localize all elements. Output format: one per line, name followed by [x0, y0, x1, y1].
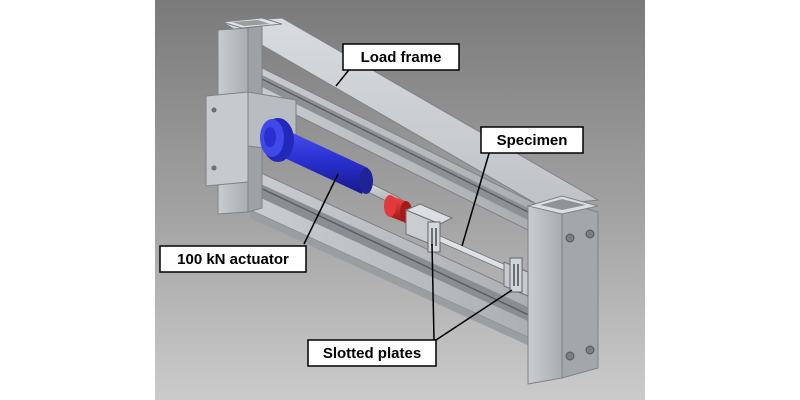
slotted-plate-right — [509, 257, 523, 293]
bolt-icon — [565, 351, 575, 361]
callout-slotted-plates: Slotted plates — [307, 243, 513, 367]
lower-beam-channel — [252, 180, 556, 334]
right-column-front — [527, 201, 563, 385]
bolt-icon — [585, 345, 595, 355]
bolt-icon — [565, 233, 575, 243]
label-box — [307, 339, 437, 367]
leader-line — [435, 289, 513, 341]
bolt-icon — [585, 229, 595, 239]
left-end-plate — [205, 91, 249, 187]
load-frame — [205, 17, 600, 385]
callout-load-frame: Load frame — [335, 43, 460, 87]
leader-line — [431, 243, 435, 341]
leader-line — [461, 149, 491, 247]
load-frame-label: Load frame — [361, 49, 442, 66]
specimen-assembly — [404, 203, 529, 297]
callout-actuator: 100 kN actuator — [159, 173, 339, 273]
actuator-cylinder — [276, 128, 368, 194]
leader-line — [303, 173, 339, 245]
actuator-label: 100 kN actuator — [177, 251, 289, 268]
slotted-plates-label: Slotted plates — [323, 345, 421, 362]
label-box — [480, 126, 584, 154]
specimen-label: Specimen — [497, 132, 568, 149]
upper-beam-channel — [252, 70, 536, 224]
callout-specimen: Specimen — [461, 126, 584, 247]
label-box — [342, 43, 460, 71]
load-cell-coupler — [384, 195, 412, 223]
slotted-plate-left — [427, 221, 441, 253]
label-box — [159, 245, 307, 273]
